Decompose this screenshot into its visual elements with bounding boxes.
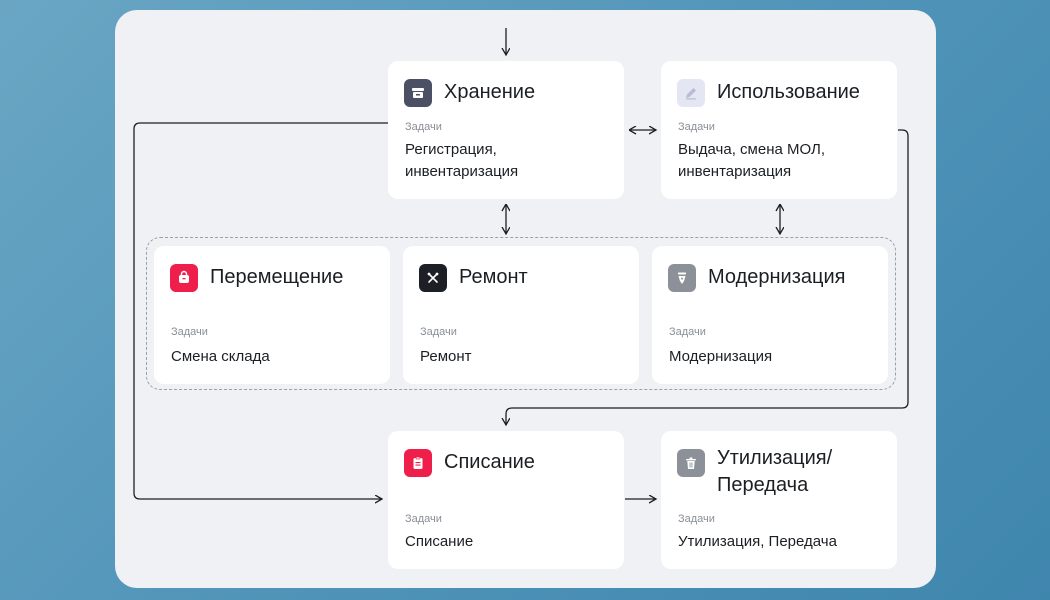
storage-tasks-label: Задачи	[405, 121, 442, 133]
storage-card[interactable]: Хранение Задачи Регистрация, инвентариза…	[388, 61, 624, 199]
transfer-title: Перемещение	[210, 266, 344, 288]
disposal-tasks-label: Задачи	[678, 513, 715, 525]
writeoff-card[interactable]: Списание Задачи Списание	[388, 431, 624, 569]
upgrade-tasks-label: Задачи	[669, 326, 706, 338]
usage-title: Использование	[717, 81, 860, 103]
pen-nib-icon	[668, 264, 696, 292]
usage-tasks: Выдача, смена МОЛ, инвентаризация	[678, 141, 825, 180]
transfer-tasks-label: Задачи	[171, 326, 208, 338]
storage-title: Хранение	[444, 81, 536, 103]
transfer-tasks: Смена склада	[171, 348, 270, 365]
repair-title: Ремонт	[459, 266, 528, 288]
tools-icon	[419, 264, 447, 292]
usage-card[interactable]: Использование Задачи Выдача, смена МОЛ, …	[661, 61, 897, 199]
pencil-icon	[677, 79, 705, 107]
upgrade-title: Модернизация	[708, 266, 846, 288]
disposal-card[interactable]: Утилизация/ Передача Задачи Утилизация, …	[661, 431, 897, 569]
clipboard-icon	[404, 449, 432, 477]
disposal-title: Утилизация/ Передача	[717, 447, 833, 496]
writeoff-tasks-label: Задачи	[405, 513, 442, 525]
box-icon	[404, 79, 432, 107]
storage-tasks: Регистрация, инвентаризация	[405, 141, 519, 180]
disposal-tasks: Утилизация, Передача	[678, 533, 837, 550]
operations-group	[146, 237, 896, 390]
transfer-card[interactable]: Перемещение Задачи Смена склада	[154, 246, 390, 384]
repair-tasks-label: Задачи	[420, 326, 457, 338]
upgrade-card[interactable]: Модернизация Задачи Модернизация	[652, 246, 888, 384]
writeoff-tasks: Списание	[405, 533, 474, 550]
usage-tasks-label: Задачи	[678, 121, 715, 133]
repair-tasks: Ремонт	[420, 348, 472, 365]
repair-card[interactable]: Ремонт Задачи Ремонт	[403, 246, 639, 384]
writeoff-title: Списание	[444, 451, 535, 473]
upgrade-tasks: Модернизация	[669, 348, 773, 365]
trash-icon	[677, 449, 705, 477]
bag-icon	[170, 264, 198, 292]
